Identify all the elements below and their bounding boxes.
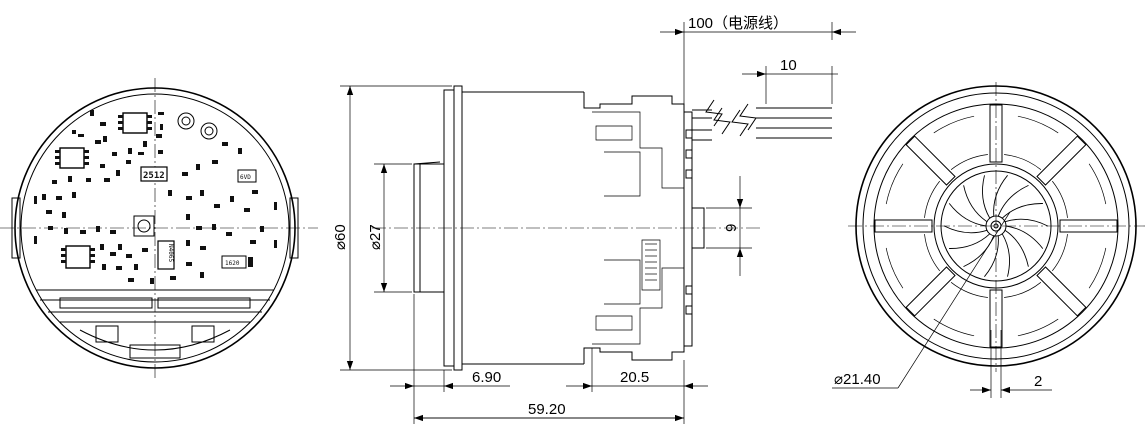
svg-text:2512: 2512 — [143, 171, 165, 181]
dim-offset-9: 9 — [706, 176, 752, 276]
mounting-hole-icon — [177, 112, 195, 130]
fan-outer-ring — [855, 85, 1137, 367]
resistor-2512: 2512 — [140, 166, 168, 182]
svg-text:20.5: 20.5 — [620, 369, 649, 386]
chip-n4065: N4065 — [157, 240, 175, 270]
impeller-blade — [982, 175, 991, 219]
fan-spoke — [989, 104, 1059, 170]
smd-components — [34, 110, 277, 284]
fan-spoke — [1036, 135, 1107, 218]
svg-text:100（电源线）: 100（电源线） — [688, 15, 788, 32]
svg-text:⌀27: ⌀27 — [367, 224, 384, 250]
fan-spoke — [885, 234, 956, 317]
impeller-blade — [993, 175, 1008, 217]
svg-text:6VD: 6VD — [240, 174, 251, 181]
svg-text:6.90: 6.90 — [472, 369, 501, 386]
impeller-blade — [963, 235, 995, 268]
dim-fan-diameter: ⌀21.40 — [832, 211, 1011, 389]
impeller-blade — [984, 235, 999, 277]
svg-text:⌀60: ⌀60 — [332, 224, 349, 250]
fan-spoke — [874, 163, 940, 233]
chip-1620: 1620 — [221, 255, 253, 269]
fan-spoke — [1052, 219, 1118, 289]
impeller-blade — [949, 233, 991, 249]
chip-6vd: 6VD — [237, 169, 257, 183]
dim-strip-length: 10 — [742, 57, 838, 104]
svg-text:59.20: 59.20 — [528, 401, 566, 418]
pcb-outer-ring — [14, 87, 296, 369]
dim-rib-width: 2 — [970, 330, 1052, 398]
fan-view: ⌀21.40 2 — [832, 82, 1145, 398]
svg-text:10: 10 — [780, 57, 797, 74]
svg-text:⌀21.40: ⌀21.40 — [834, 371, 881, 388]
fan-spoke — [933, 282, 1003, 348]
dim-boss-diameter: ⌀27 — [367, 163, 412, 293]
impeller-blade — [1004, 218, 1049, 227]
impeller-blade — [948, 203, 987, 227]
mounting-hole-icon — [200, 122, 218, 140]
side-view: 100（电源线） 10 ⌀60 ⌀27 — [332, 15, 856, 424]
impeller-blade — [1001, 203, 1043, 219]
pcb-view: 2512 N4065 1620 6VD — [0, 78, 318, 380]
svg-text:9: 9 — [723, 224, 740, 232]
dim-boss-length: 6.90 — [390, 294, 510, 424]
svg-text:N4065: N4065 — [167, 244, 174, 262]
fan-spoke — [905, 115, 988, 186]
ic-top — [118, 112, 152, 134]
svg-text:1620: 1620 — [225, 260, 240, 267]
fan-spokes — [874, 104, 1118, 348]
impeller-blade — [943, 225, 988, 234]
ic-left — [55, 147, 89, 169]
push-button-icon — [133, 215, 155, 237]
impeller-blade — [1005, 225, 1044, 249]
impeller-blade — [1001, 233, 1010, 277]
impeller-blade — [997, 184, 1029, 217]
impeller-blades — [943, 175, 1049, 277]
fan-spoke — [1004, 266, 1087, 337]
svg-text:2: 2 — [1034, 373, 1042, 390]
dim-body-diameter: ⌀60 — [332, 85, 452, 371]
ic-bottom-left — [61, 245, 95, 269]
impeller-blade — [1004, 229, 1029, 267]
dim-cable-length: 100（电源线） — [660, 15, 856, 104]
impeller-blade — [963, 185, 988, 223]
dim-rear-length: 20.5 — [566, 348, 708, 424]
dim-total-length: 59.20 — [414, 401, 684, 422]
